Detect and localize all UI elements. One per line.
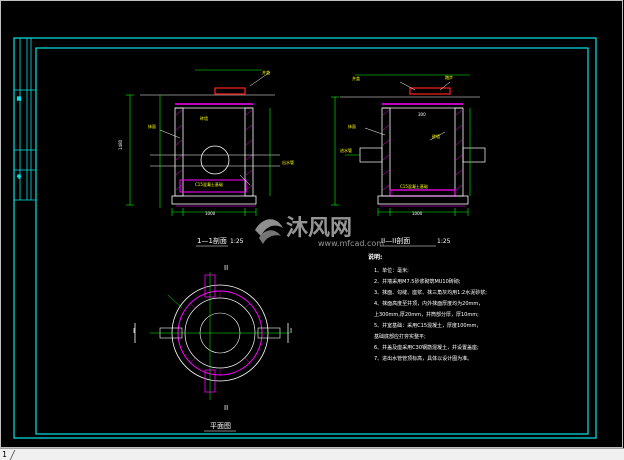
label-pipein-2: 进水管	[340, 147, 352, 153]
status-bar: 1	[0, 448, 624, 460]
note-line: 基础底部应打夯实整平;	[374, 333, 426, 340]
watermark-logo-icon	[255, 219, 283, 244]
label-wall-1: 砖墙	[200, 115, 208, 121]
left-wall-1	[174, 107, 184, 197]
marker-II-top: II	[224, 264, 228, 272]
watermark-url: www.mfcad.com	[318, 239, 384, 248]
dim-text-2: 1000	[412, 211, 423, 216]
watermark-brand: 沐风网	[286, 216, 352, 241]
note-line: 7、进出水管管顶标高，具体以设计图为准。	[374, 355, 472, 362]
cad-drawing-canvas[interactable]: 图 号	[0, 0, 624, 448]
bench-1	[179, 179, 247, 193]
note-line: 1、单位：毫米;	[374, 267, 409, 274]
note-line: 6、井盖及座采用C30钢筋混凝土，并设置盖座;	[374, 344, 479, 351]
section-2-2: 井盖 踏步 抹面 砖墙 进水管 C15混凝土基础 1000 300 II—II剖…	[331, 74, 486, 247]
section1-scale: 1:25	[230, 238, 244, 245]
plan-title: 平面图	[210, 422, 231, 430]
marker-I-left: I	[133, 327, 135, 335]
watermark: 沐风网 www.mfcad.com	[255, 216, 384, 248]
note-line: 5、井室基础：采用C15混凝土，厚度100mm，	[374, 322, 481, 329]
note-line: 2、井墙采用M7.5砂浆砌筑MU10砖砌;	[374, 278, 461, 285]
ring-hatch	[178, 291, 262, 375]
label-wall-2: 砖墙	[432, 133, 440, 139]
label-step-2: 踏步	[445, 74, 453, 80]
viewport-border	[0, 0, 623, 448]
section1-title: 1—1剖面	[197, 236, 227, 245]
notes-block: 说明: 1、单位：毫米; 2、井墙采用M7.5砂浆砌筑MU10砖砌; 3、抹面、…	[368, 253, 487, 362]
inner-frame	[35, 47, 589, 435]
left-title-strip: 图 号	[14, 38, 36, 201]
section2-scale: 1:25	[437, 238, 451, 245]
dim-text-1: 1000	[205, 211, 216, 216]
note-line: 4、抹面高度至井顶，内外抹面厚度均为20mm，	[374, 300, 483, 307]
marker-I-right: I	[290, 327, 292, 335]
status-coordinate: 1	[2, 450, 7, 459]
label-cover-1: 井盖	[262, 69, 270, 75]
plan-view: II II I I 平面图	[133, 264, 292, 432]
label-plaster-1: 抹面	[148, 123, 156, 129]
dims-2	[331, 74, 471, 216]
label-plaster-2: 抹面	[348, 123, 356, 129]
status-separator	[9, 450, 16, 460]
label-base-1: C15混凝土基础	[195, 181, 223, 187]
note-line: 3、抹面、勾缝、座浆、抹三角灰均用1:2水泥砂浆;	[374, 289, 487, 296]
dims-1	[126, 69, 271, 216]
base-1	[171, 195, 257, 205]
marker-II-bottom: II	[224, 404, 228, 412]
manhole-cover-1	[214, 87, 246, 95]
outer-frame	[13, 37, 597, 439]
pipe-circle-1	[200, 145, 230, 175]
dim-text-3: 300	[418, 112, 426, 117]
dim-text-height-1: 1480	[118, 139, 123, 150]
manhole-cover-2	[409, 87, 451, 95]
strip-text: 图	[17, 95, 21, 101]
drawing-svg: 图 号	[0, 0, 623, 448]
section-1-1: 井盖 抹面 C15混凝土基础 砖墙 出水管 1000 1480 1—1剖面 1:…	[118, 69, 294, 247]
label-base-2: C15混凝土基础	[400, 183, 428, 189]
label-cover-2: 井盖	[352, 75, 360, 81]
label-pipeout-1: 出水管	[282, 159, 294, 165]
section2-title: II—II剖面	[381, 236, 410, 245]
strip-text: 号	[17, 173, 21, 179]
note-line: 上300mm,厚20mm，井筒部分厚，厚10mm;	[374, 311, 479, 318]
notes-title: 说明:	[368, 253, 382, 261]
